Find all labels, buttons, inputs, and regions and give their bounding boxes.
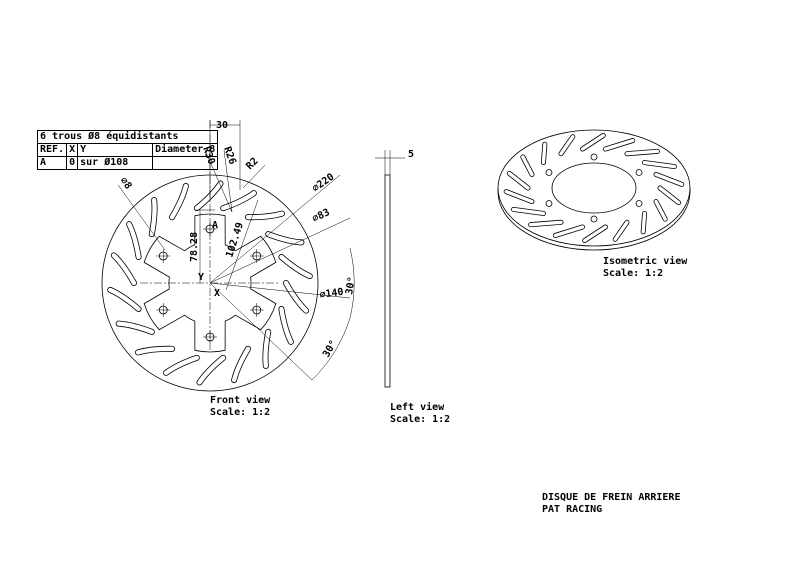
axis-y-label: Y (198, 272, 204, 283)
dim-line-102 (225, 199, 259, 291)
hole-table-cell-x: 0 (66, 156, 79, 170)
leader-d140 (209, 282, 351, 299)
cooling-slot-inner (126, 221, 141, 260)
cooling-slot-inner (266, 231, 304, 245)
iso-mounting-hole (545, 169, 553, 176)
iso-hub (551, 162, 637, 214)
front-view-label: Front view (210, 394, 271, 406)
dim-r30: R30 (200, 145, 217, 166)
cooling-slot-inner (279, 306, 294, 345)
dim-angle-2: 30° (321, 338, 340, 359)
cooling-slot-inner (194, 181, 223, 211)
iso-slot-inner (528, 220, 563, 227)
dim-angle-1: 30° (344, 276, 358, 296)
dim-r26: R26 (221, 145, 238, 166)
hole-table-cell-diameter (152, 156, 219, 170)
iso-view-label: Isometric view (603, 255, 688, 267)
dim-d220: ⌀220 (310, 172, 336, 195)
cooling-slot-inner (263, 329, 271, 369)
cooling-slot-inner (149, 197, 157, 237)
iso-mounting-hole (635, 200, 643, 207)
cooling-slot-inner (163, 355, 200, 376)
cooling-slot-inner (279, 254, 312, 279)
leader-r2 (242, 164, 266, 189)
dim-r2: R2 (244, 156, 260, 172)
isometric-view: Isometric view Scale: 1:2 (497, 129, 691, 279)
cooling-slot-inner (231, 346, 251, 383)
iso-slot-inner (613, 220, 629, 241)
hub-contour (143, 213, 277, 353)
dim-d8: ⌀8 (118, 175, 134, 191)
iso-thickness (497, 188, 691, 251)
iso-slot-inner (658, 186, 681, 205)
iso-slot-inner (625, 149, 660, 156)
angle-arc-2 (311, 317, 351, 381)
company-name: PAT RACING (542, 504, 602, 515)
iso-slot-inner (580, 133, 605, 151)
iso-view-scale: Scale: 1:2 (603, 268, 663, 279)
iso-mounting-hole (545, 200, 553, 207)
point-a-label: A (212, 220, 218, 231)
iso-mounting-hole (590, 215, 598, 223)
leader-d220 (209, 174, 341, 284)
iso-slot-inner (641, 211, 647, 234)
dim-78: 78.28 (189, 232, 200, 262)
cooling-slot-inner (245, 211, 285, 220)
cooling-slot-inner (116, 321, 154, 335)
leader-r30 (204, 149, 233, 213)
iso-slot-inner (511, 207, 546, 216)
iso-slot-inner (642, 160, 677, 169)
iso-slot-inner (553, 225, 585, 238)
title-block: DISQUE DE FREIN ARRIERE PAT RACING (542, 492, 680, 515)
iso-mounting-hole (635, 169, 643, 176)
cooling-slot-inner (283, 280, 309, 313)
dim-d140: ⌀140 (319, 287, 344, 301)
left-view-scale: Scale: 1:2 (390, 414, 450, 425)
angle-arc-1 (349, 247, 355, 319)
cooling-slot-inner (108, 287, 141, 312)
iso-slot-inner (541, 142, 547, 165)
cooling-slot-inner (135, 346, 175, 355)
front-view: 30 R30 R26 R2 ⌀8 ⌀220 ⌀83 ⌀140 78.28 102… (101, 120, 358, 418)
leader-d8 (117, 184, 166, 251)
iso-cooling-slots (503, 132, 685, 244)
ext-line (209, 282, 313, 381)
hole-table-cell-ref: A (36, 156, 68, 170)
cooling-slot-inner (220, 190, 257, 211)
axis-x-label: X (214, 288, 220, 299)
front-view-scale: Scale: 1:2 (210, 407, 270, 418)
iso-slot-inner (559, 135, 575, 156)
cooling-slot-inner (197, 355, 226, 385)
iso-slot-inner (583, 225, 608, 243)
left-view: 5 Left view Scale: 1:2 (375, 149, 450, 425)
drawing-title: DISQUE DE FREIN ARRIERE (542, 492, 680, 503)
iso-slot-inner (504, 189, 534, 204)
disc-side-profile (384, 174, 391, 388)
dim-thickness: 5 (408, 149, 414, 160)
hole-table-cell-y: sur Ø108 (77, 156, 154, 170)
iso-slot-inner (654, 199, 667, 221)
hole-table-header-x: X (66, 143, 79, 157)
dim-d83: ⌀83 (311, 207, 332, 225)
leader-r26 (223, 149, 233, 213)
dim-30: 30 (216, 120, 228, 131)
iso-slot-inner (507, 171, 530, 190)
cooling-slot-inner (169, 183, 189, 220)
left-view-label: Left view (390, 401, 445, 413)
iso-slot-inner (603, 138, 635, 151)
leader-d83 (209, 217, 351, 284)
iso-mounting-hole (590, 153, 598, 161)
cooling-slot-inner (111, 253, 137, 286)
cooling-slots (107, 180, 313, 386)
iso-slot-inner (521, 155, 534, 177)
iso-slot-inner (654, 172, 684, 187)
hole-table: 6 trous Ø8 équidistants REF. X Y Diamete… (36, 130, 219, 170)
dim-102: 102.49 (224, 221, 246, 259)
